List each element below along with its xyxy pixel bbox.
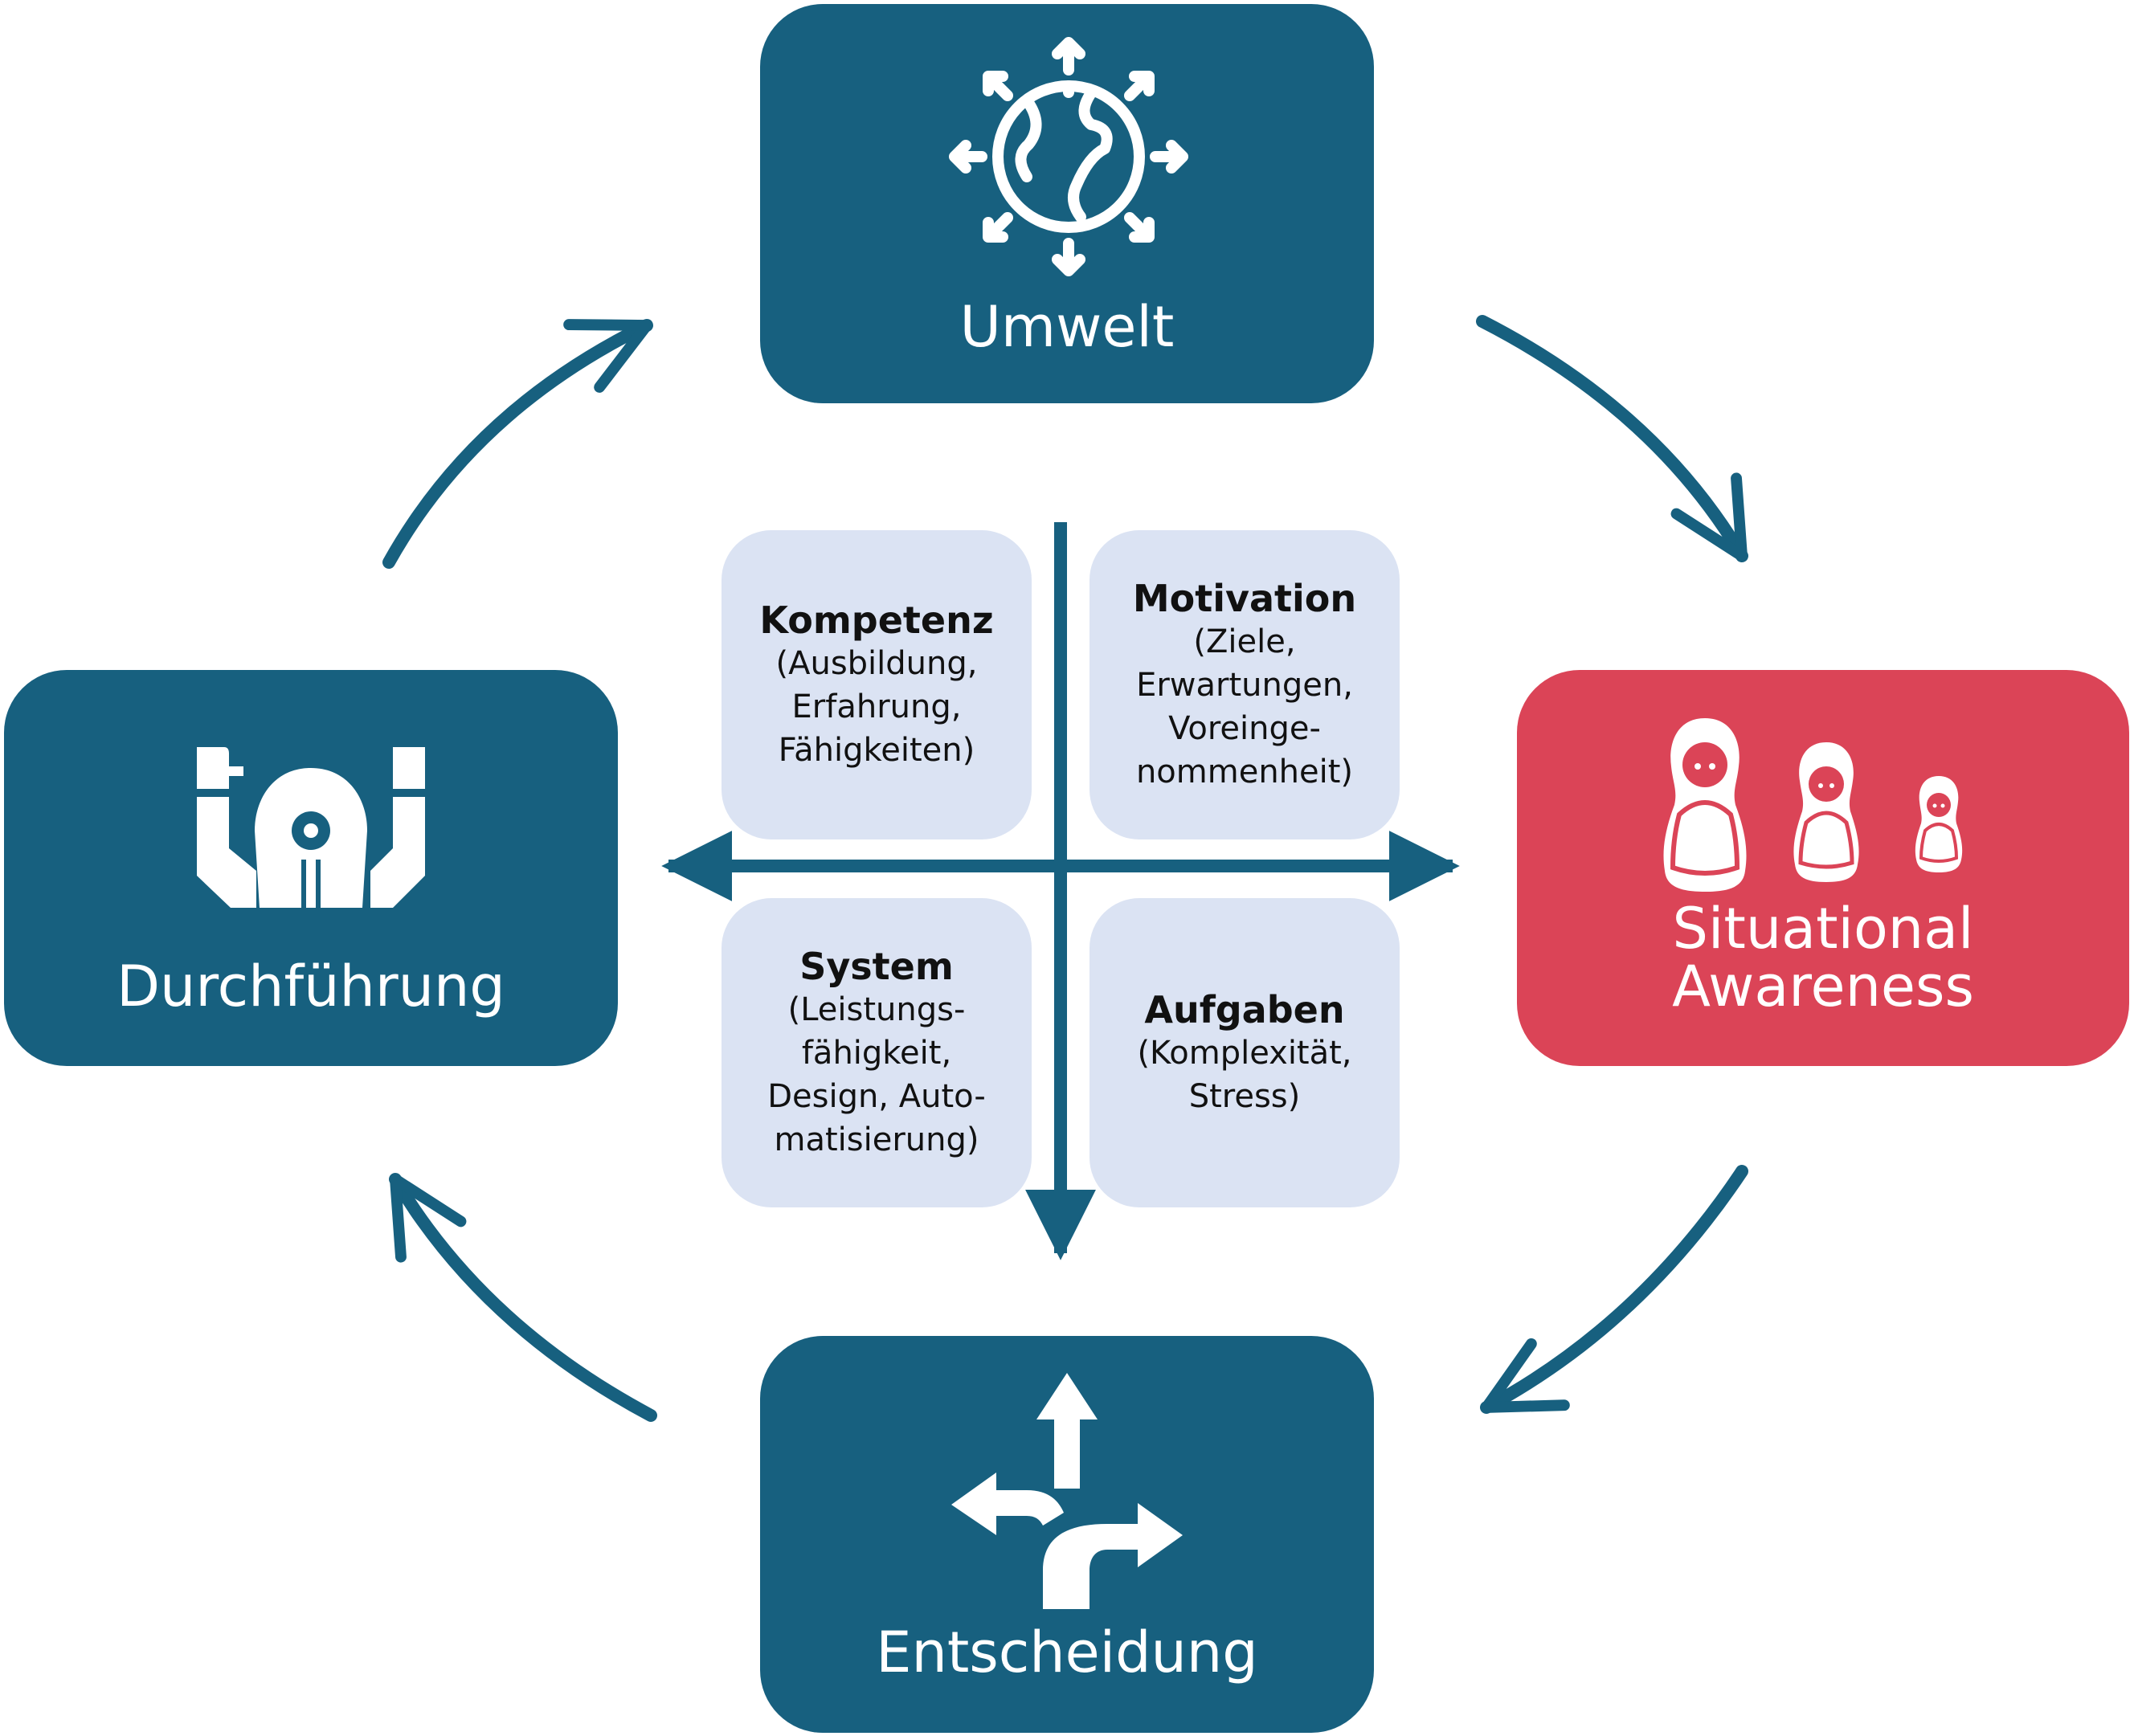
- box-label-line1: Situational: [1672, 896, 1974, 962]
- nesting-dolls-icon: [1663, 718, 1963, 892]
- box-durchfuehrung: Durchführung: [4, 670, 618, 1066]
- quadrant-line: fähigkeit,: [801, 1034, 952, 1072]
- quadrant-description: (Komplexität, Stress): [1089, 1031, 1400, 1118]
- robot-arm-icon: [197, 747, 425, 909]
- arrow-umwelt-to-sa: [1476, 315, 1748, 562]
- quadrant-title: Kompetenz: [759, 598, 994, 642]
- quadrant-line: (Leistungs-: [787, 991, 966, 1028]
- arrow-durchfuehrung-to-umwelt: [382, 319, 653, 569]
- quadrant-line: (Ausbildung,: [775, 644, 978, 682]
- arrow-sa-to-entscheidung: [1480, 1165, 1748, 1414]
- quadrant-line: Erfahrung,: [791, 688, 962, 725]
- box-label-line2: Awareness: [1672, 954, 1974, 1019]
- quadrant-description: (Ziele, Erwartungen, Voreinge- nommenhei…: [1089, 620, 1400, 794]
- quadrant-kompetenz: Kompetenz (Ausbildung, Erfahrung, Fähigk…: [722, 530, 1032, 839]
- quadrant-line: Design, Auto-: [767, 1077, 986, 1115]
- quadrant-line: matisierung): [774, 1121, 979, 1158]
- quadrant-title: Aufgaben: [1144, 987, 1345, 1031]
- quadrant-system: System (Leistungs- fähigkeit, Design, Au…: [722, 898, 1032, 1207]
- quadrant-motivation: Motivation (Ziele, Erwartungen, Voreinge…: [1089, 530, 1400, 839]
- quadrant-line: (Ziele,: [1193, 623, 1296, 660]
- quadrant-line: Stress): [1188, 1077, 1301, 1115]
- quadrant-line: Voreinge-: [1168, 709, 1321, 747]
- arrow-entscheidung-to-durchfuehrung: [389, 1173, 657, 1422]
- quadrant-title: System: [799, 944, 954, 988]
- quadrant-line: (Komplexität,: [1137, 1034, 1352, 1072]
- box-umwelt: Umwelt: [760, 4, 1374, 403]
- quadrant-aufgaben: Aufgaben (Komplexität, Stress): [1089, 898, 1400, 1207]
- quadrant-line: Erwartungen,: [1136, 666, 1353, 704]
- quadrant-title: Motivation: [1132, 576, 1357, 620]
- box-label: Durchführung: [117, 954, 505, 1019]
- globe-arrows-icon: [949, 37, 1188, 276]
- quadrant-line: Fähigkeiten): [778, 731, 975, 769]
- box-label: Umwelt: [959, 294, 1175, 360]
- box-label: Entscheidung: [876, 1620, 1258, 1685]
- quadrant-description: (Ausbildung, Erfahrung, Fähigkeiten): [722, 642, 1032, 772]
- quadrant-description: (Leistungs- fähigkeit, Design, Auto- mat…: [722, 988, 1032, 1162]
- box-entscheidung: Entscheidung: [760, 1336, 1374, 1733]
- box-situational-awareness: Situational Awareness: [1517, 670, 2129, 1066]
- quadrant-line: nommenheit): [1135, 753, 1354, 790]
- split-arrows-icon: [951, 1373, 1183, 1609]
